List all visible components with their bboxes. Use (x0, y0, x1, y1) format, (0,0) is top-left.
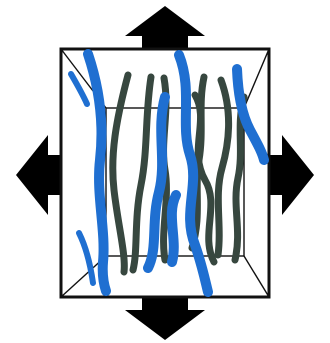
blue-fiber (172, 195, 176, 262)
blue-fiber (79, 233, 93, 283)
dark-fiber (113, 75, 128, 272)
blue-fiber (71, 74, 87, 104)
arrow-up-icon (125, 6, 205, 49)
arrow-right-icon (269, 135, 314, 215)
dark-fiber (133, 77, 151, 270)
dark-fiber (218, 80, 229, 255)
arrow-down-icon (125, 297, 205, 340)
box-edge-bottom-right (244, 256, 269, 297)
arrow-left-icon (16, 135, 61, 215)
box-edge-top-right (244, 49, 269, 108)
blue-fiber (88, 54, 106, 291)
